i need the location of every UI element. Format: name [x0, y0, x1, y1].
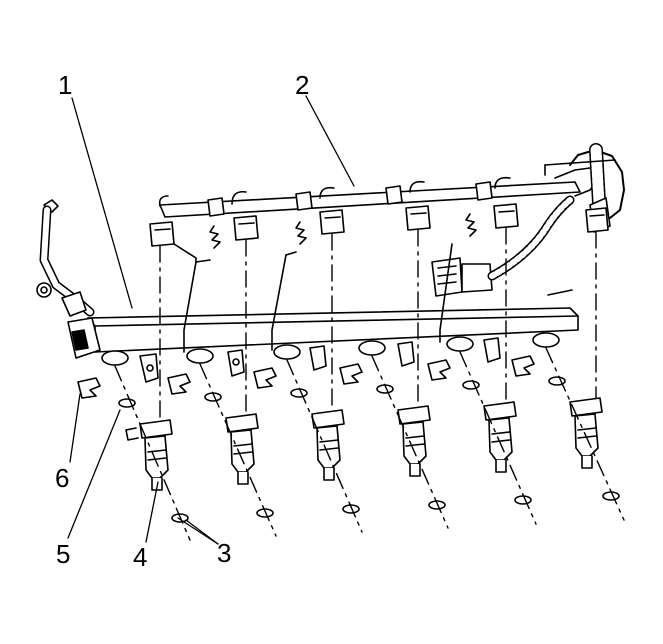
- harness-branch-loops: [158, 176, 511, 207]
- harness-injector-connectors: [149, 203, 609, 247]
- callout-6: 6: [55, 463, 70, 493]
- assembly-centerlines: [114, 227, 625, 541]
- rail-injector-sockets: [101, 332, 560, 366]
- callout-2: 2: [295, 70, 310, 100]
- fuel-injector-6: [569, 397, 603, 469]
- callout-3: 3: [217, 538, 232, 568]
- rail-mounting-tabs: [139, 337, 501, 383]
- callout-1: 1: [58, 70, 73, 100]
- injector-lower-o-rings: [171, 491, 620, 523]
- harness-clips: [207, 181, 493, 217]
- fuel-injector-1: [125, 419, 173, 491]
- fuel-injector-5: [483, 401, 517, 473]
- fuel-injector-3: [311, 409, 345, 481]
- fuel-injectors: [125, 397, 603, 491]
- fuel-injector-4: [397, 405, 431, 477]
- callout-4: 4: [133, 542, 148, 572]
- harness-bracket-leaders: [173, 243, 453, 353]
- callout-leaders: [67, 95, 355, 545]
- injector-wiring-harness: [158, 143, 625, 297]
- injector-retainer-clips: [77, 355, 535, 399]
- callout-5: 5: [56, 539, 71, 569]
- fuel-rail: [67, 307, 579, 383]
- harness-spring-clips: [209, 213, 477, 249]
- fuel-feed-pipe: [36, 199, 95, 317]
- fuel-injector-2: [225, 413, 259, 485]
- harness-inline-connector: [431, 257, 493, 297]
